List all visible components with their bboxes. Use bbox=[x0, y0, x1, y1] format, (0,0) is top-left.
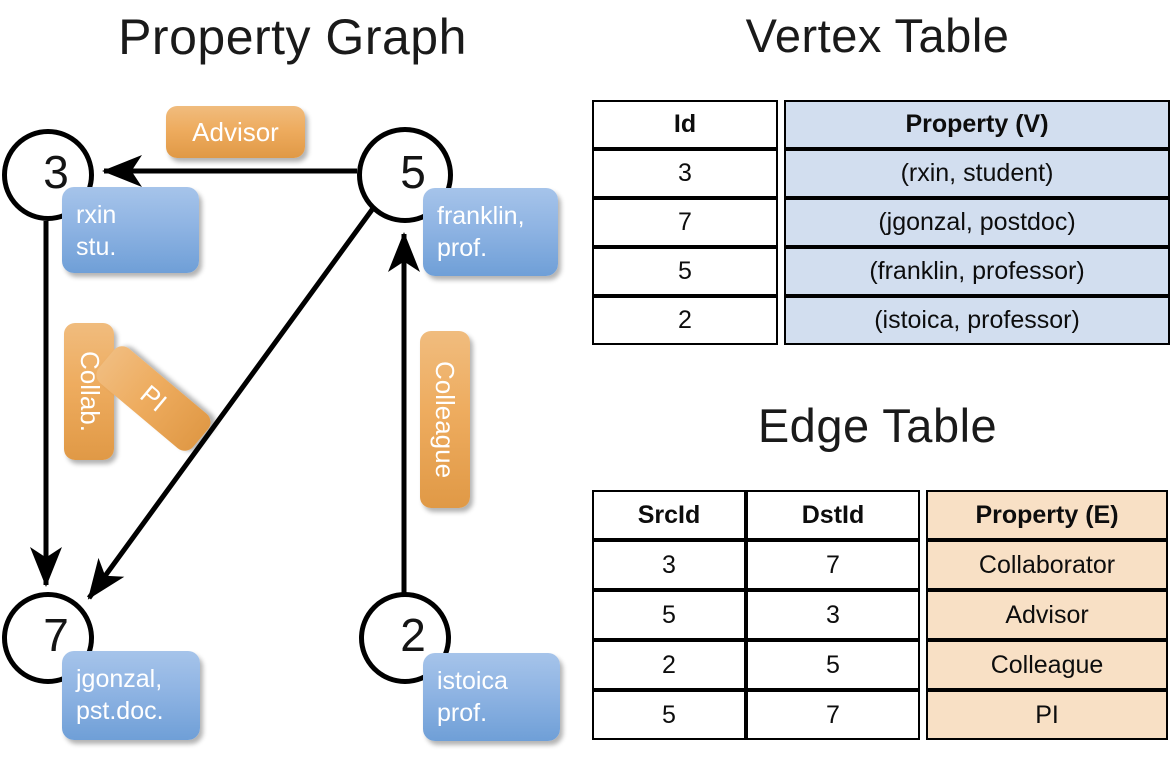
edge-row-0-dstid: 7 bbox=[746, 540, 920, 590]
graph-node-2-id: 2 bbox=[400, 609, 426, 661]
vertex-table-header-property: Property (V) bbox=[784, 100, 1170, 149]
vertex-row-1-id: 7 bbox=[592, 198, 778, 247]
edge-label-advisor-text: Advisor bbox=[192, 116, 279, 147]
edge-row-3-property: PI bbox=[926, 690, 1168, 740]
edge-pi-5-to-7 bbox=[86, 205, 377, 600]
graph-node-7-property-box: jgonzal, pst.doc. bbox=[62, 651, 200, 740]
edge-row-3-srcid: 5 bbox=[592, 690, 746, 740]
vertex-row-2-property: (franklin, professor) bbox=[784, 247, 1170, 296]
property-graph-diagram: 3 rxin stu. 5 franklin, prof. 7 jgonzal,… bbox=[2, 106, 560, 741]
edge-row-2-srcid: 2 bbox=[592, 640, 746, 690]
graph-node-3-id: 3 bbox=[43, 146, 69, 198]
vertex-table-header-row: Id Property (V) bbox=[592, 100, 1170, 149]
graph-node-7-id: 7 bbox=[43, 609, 69, 661]
table-row[interactable]: 5 7 PI bbox=[592, 690, 1168, 740]
page-title-edge-table: Edge Table bbox=[757, 399, 998, 452]
graph-node-7-property-line1: jgonzal, bbox=[76, 665, 163, 693]
graph-node-3-property-line1: rxin bbox=[76, 201, 117, 229]
edge-row-3-dstid: 7 bbox=[746, 690, 920, 740]
vertex-row-0-id: 3 bbox=[592, 149, 778, 198]
edge-label-colleague-text: Colleague bbox=[430, 360, 461, 479]
graph-node-5-property-box: franklin, prof. bbox=[423, 188, 558, 276]
edge-row-1-dstid: 3 bbox=[746, 590, 920, 640]
table-row[interactable]: 3 7 Collaborator bbox=[592, 540, 1168, 590]
vertex-table: Id Property (V) 3 (rxin, student) 7 (jgo… bbox=[592, 100, 1170, 345]
edge-table-header-row: SrcId DstId Property (E) bbox=[592, 490, 1168, 540]
edge-table-header-srcid: SrcId bbox=[592, 490, 746, 540]
edge-table: SrcId DstId Property (E) 3 7 Collaborato… bbox=[592, 490, 1168, 740]
graph-node-3-property-box: rxin stu. bbox=[62, 187, 199, 273]
edge-row-1-property: Advisor bbox=[926, 590, 1168, 640]
graph-node-5[interactable]: 5 bbox=[357, 127, 453, 223]
page-title-vertex-table: Vertex Table bbox=[745, 9, 1010, 62]
vertex-row-0-property: (rxin, student) bbox=[784, 149, 1170, 198]
edge-label-advisor: Advisor bbox=[166, 106, 305, 158]
edge-row-2-property: Colleague bbox=[926, 640, 1168, 690]
table-row[interactable]: 3 (rxin, student) bbox=[592, 149, 1170, 198]
graph-node-5-property-line1: franklin, bbox=[437, 202, 525, 230]
table-row[interactable]: 7 (jgonzal, postdoc) bbox=[592, 198, 1170, 247]
vertex-row-1-property: (jgonzal, postdoc) bbox=[784, 198, 1170, 247]
graph-node-5-id: 5 bbox=[400, 146, 426, 198]
graph-node-3-property-line2: stu. bbox=[76, 233, 117, 261]
vertex-table-header-id: Id bbox=[592, 100, 778, 149]
table-row[interactable]: 5 (franklin, professor) bbox=[592, 247, 1170, 296]
edge-label-collab-text: Collab. bbox=[74, 351, 105, 432]
graph-node-2-property-line1: istoica bbox=[437, 667, 508, 695]
table-row[interactable]: 2 5 Colleague bbox=[592, 640, 1168, 690]
vertex-row-3-id: 2 bbox=[592, 296, 778, 345]
edge-row-0-property: Collaborator bbox=[926, 540, 1168, 590]
edge-label-pi-text: PI bbox=[134, 378, 173, 418]
edge-table-header-property: Property (E) bbox=[926, 490, 1168, 540]
page-title-property-graph: Property Graph bbox=[118, 9, 467, 65]
vertex-row-2-id: 5 bbox=[592, 247, 778, 296]
graph-node-2-property-line2: prof. bbox=[437, 699, 488, 727]
edge-label-colleague: Colleague bbox=[420, 331, 470, 508]
graph-edges-svg bbox=[30, 155, 420, 600]
table-row[interactable]: 5 3 Advisor bbox=[592, 590, 1168, 640]
edge-row-1-srcid: 5 bbox=[592, 590, 746, 640]
graph-node-7-property-line2: pst.doc. bbox=[76, 697, 164, 725]
graph-node-5-property-line2: prof. bbox=[437, 234, 488, 262]
table-row[interactable]: 2 (istoica, professor) bbox=[592, 296, 1170, 345]
edge-label-collab: Collab. bbox=[64, 323, 114, 460]
edge-table-header-dstid: DstId bbox=[746, 490, 920, 540]
edge-row-0-srcid: 3 bbox=[592, 540, 746, 590]
graph-node-2[interactable]: 2 bbox=[359, 592, 451, 684]
graph-node-2-property-box: istoica prof. bbox=[423, 653, 560, 741]
edge-row-2-dstid: 5 bbox=[746, 640, 920, 690]
vertex-row-3-property: (istoica, professor) bbox=[784, 296, 1170, 345]
